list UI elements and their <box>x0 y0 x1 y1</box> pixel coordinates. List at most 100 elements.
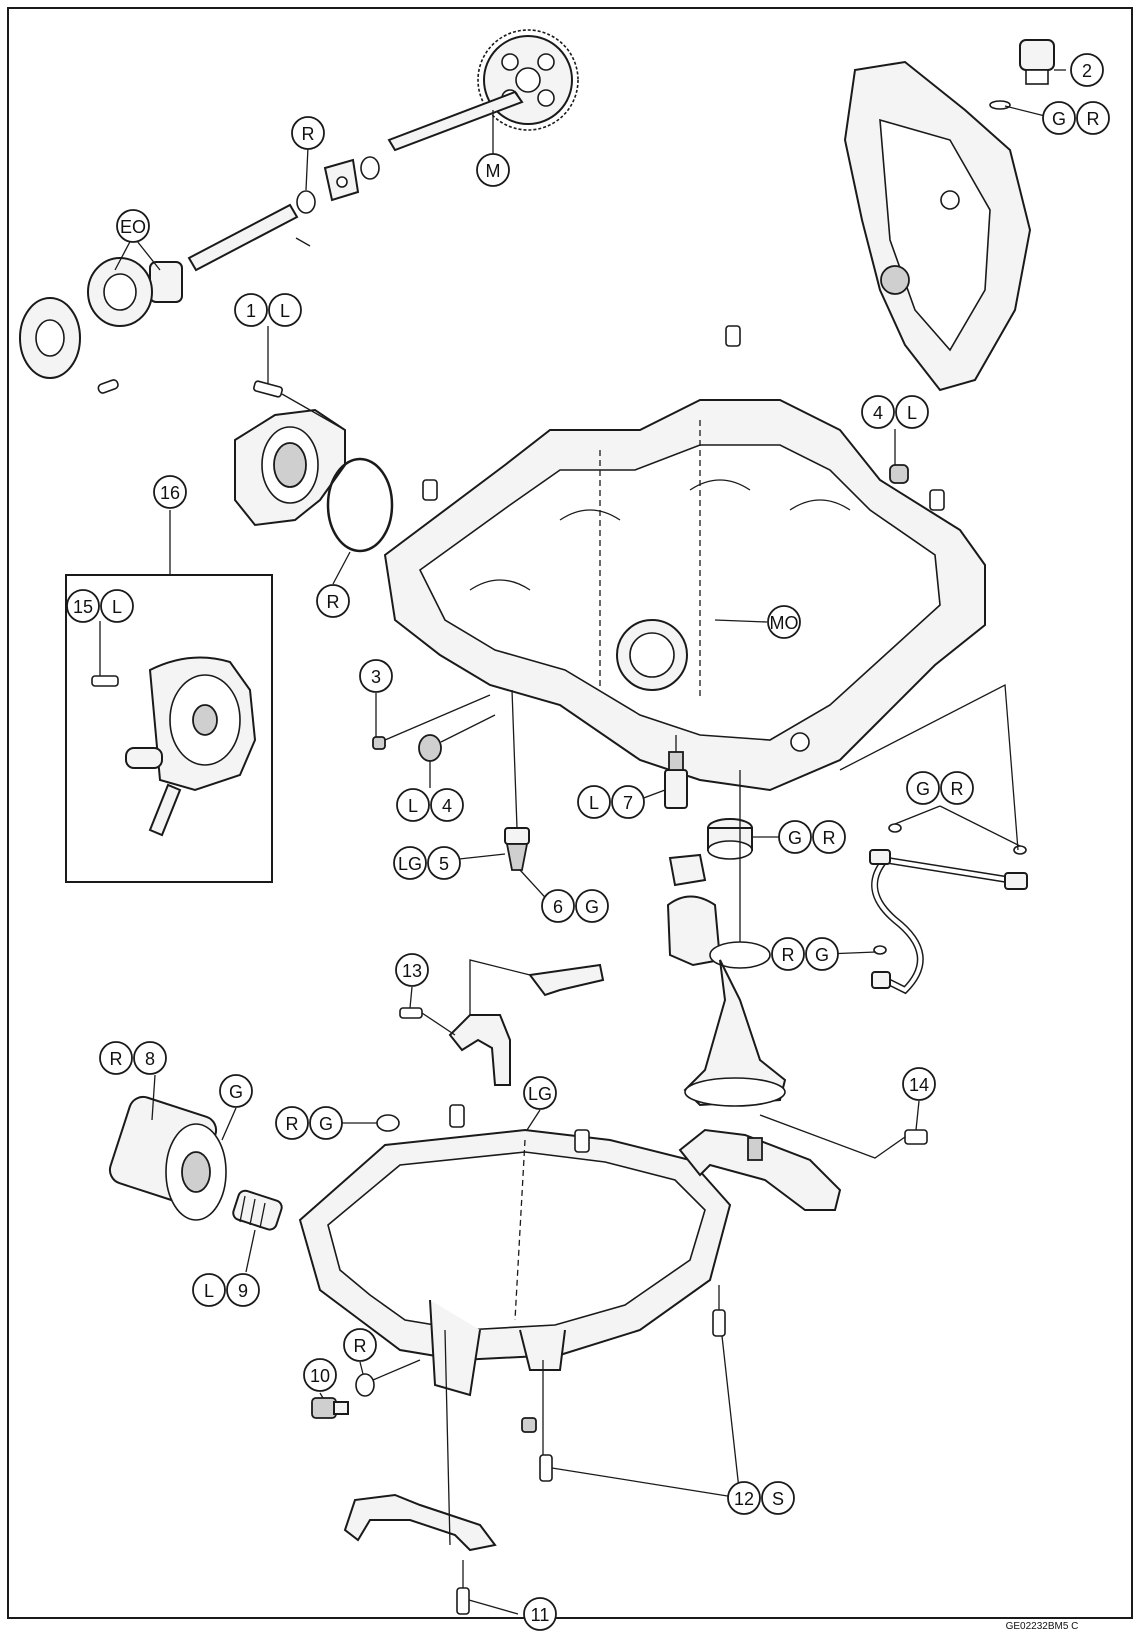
callout-circle <box>343 1328 377 1362</box>
callout-circle <box>805 937 839 971</box>
oil-screen-strainer <box>666 895 787 1107</box>
dowel-pin <box>97 379 119 394</box>
callout-label: L <box>589 793 599 813</box>
pan-o-ring <box>376 1114 400 1132</box>
callout-circle <box>577 785 611 819</box>
bolt-12 <box>712 1309 726 1337</box>
callout-circle <box>523 1076 557 1110</box>
callout-circle <box>767 605 801 639</box>
callout-label: R <box>782 945 795 965</box>
callout-label: EO <box>120 217 146 237</box>
callout-label: MO <box>770 613 799 633</box>
callout-circle <box>395 953 429 987</box>
callout-c16: 16 <box>153 475 187 509</box>
callout-circle <box>234 293 268 327</box>
callout-circle <box>396 788 430 822</box>
bolt-13 <box>399 1007 423 1019</box>
circlip <box>296 190 316 214</box>
callout-c10: 10 <box>303 1358 337 1392</box>
callout-label: L <box>280 301 290 321</box>
plug-4-top <box>889 464 909 484</box>
callout-label: 1 <box>246 301 256 321</box>
callout-circle <box>153 475 187 509</box>
callout-circle <box>219 1074 253 1108</box>
callout-circle <box>133 1041 167 1075</box>
dowel-pin <box>929 489 945 511</box>
callout-cLG_pan: LG <box>523 1076 557 1110</box>
oil-pressure-switch-5 <box>504 827 530 871</box>
callout-label: G <box>916 779 930 799</box>
pump-housing-end <box>19 297 81 379</box>
figure-code: GE02232BM5 C <box>1006 1621 1079 1632</box>
lower-crankcase-half <box>383 399 986 792</box>
callout-circle <box>430 788 464 822</box>
callout-label: 8 <box>145 1049 155 1069</box>
callout-circle <box>268 293 302 327</box>
callout-cMO: MO <box>767 605 801 639</box>
callout-label: 6 <box>553 897 563 917</box>
callout-label: R <box>327 592 340 612</box>
callout-circle <box>1042 101 1076 135</box>
callout-cEO: EO <box>116 209 150 243</box>
callout-label: G <box>319 1114 333 1134</box>
pump-outer-rotor <box>87 257 153 327</box>
callout-circle <box>66 589 100 623</box>
callout-circle <box>393 846 427 880</box>
callout-circle <box>309 1106 343 1140</box>
callout-circle <box>316 584 350 618</box>
callout-label: 13 <box>402 961 422 981</box>
callout-circle <box>359 659 393 693</box>
bracket-13 <box>448 963 605 1086</box>
callout-c12S: 12 S <box>727 1481 795 1515</box>
pump-inner-rotor <box>149 261 183 303</box>
callout-label: 16 <box>160 483 180 503</box>
oil-pump-cover <box>234 408 346 527</box>
callout-label: 14 <box>909 1075 929 1095</box>
oil-pipe <box>869 849 1028 995</box>
callout-circle <box>575 889 609 923</box>
callout-label: 15 <box>73 597 93 617</box>
collar-small <box>521 1417 537 1433</box>
callout-circle <box>541 889 575 923</box>
callout-label: L <box>112 597 122 617</box>
filler-cap-o-ring <box>989 100 1011 110</box>
callout-cR_mid: R <box>316 584 350 618</box>
pipe-o-ring <box>873 945 887 955</box>
callout-label: R <box>1087 109 1100 129</box>
callout-circle <box>895 395 929 429</box>
callout-label: G <box>788 828 802 848</box>
bolt-14 <box>904 1129 928 1145</box>
callout-circle <box>1076 101 1110 135</box>
callout-c2: 2 <box>1070 53 1104 87</box>
callout-circle <box>727 1481 761 1515</box>
callout-label: 11 <box>531 1605 550 1625</box>
crankcase-side-cover <box>843 60 1032 392</box>
callout-label: R <box>110 1049 123 1069</box>
callout-label: S <box>772 1489 784 1509</box>
dowel-pin <box>422 479 438 501</box>
callout-circle <box>902 1067 936 1101</box>
callout-label: 9 <box>238 1281 248 1301</box>
callout-cM: M <box>476 153 510 187</box>
callout-label: L <box>204 1281 214 1301</box>
callout-cR_top: R <box>291 116 325 150</box>
callout-label: 12 <box>734 1489 754 1509</box>
drain-plug <box>311 1397 349 1419</box>
drain-plug-washer <box>355 1373 375 1397</box>
callout-c13: 13 <box>395 953 429 987</box>
oil-pump-shaft <box>387 90 524 152</box>
callout-c11: 11 <box>523 1597 557 1631</box>
callout-circle <box>427 846 461 880</box>
pipe-o-ring <box>888 823 902 833</box>
callout-label: G <box>815 945 829 965</box>
callout-circle <box>100 589 134 623</box>
callout-label: 2 <box>1082 61 1092 81</box>
callout-label: M <box>486 161 501 181</box>
